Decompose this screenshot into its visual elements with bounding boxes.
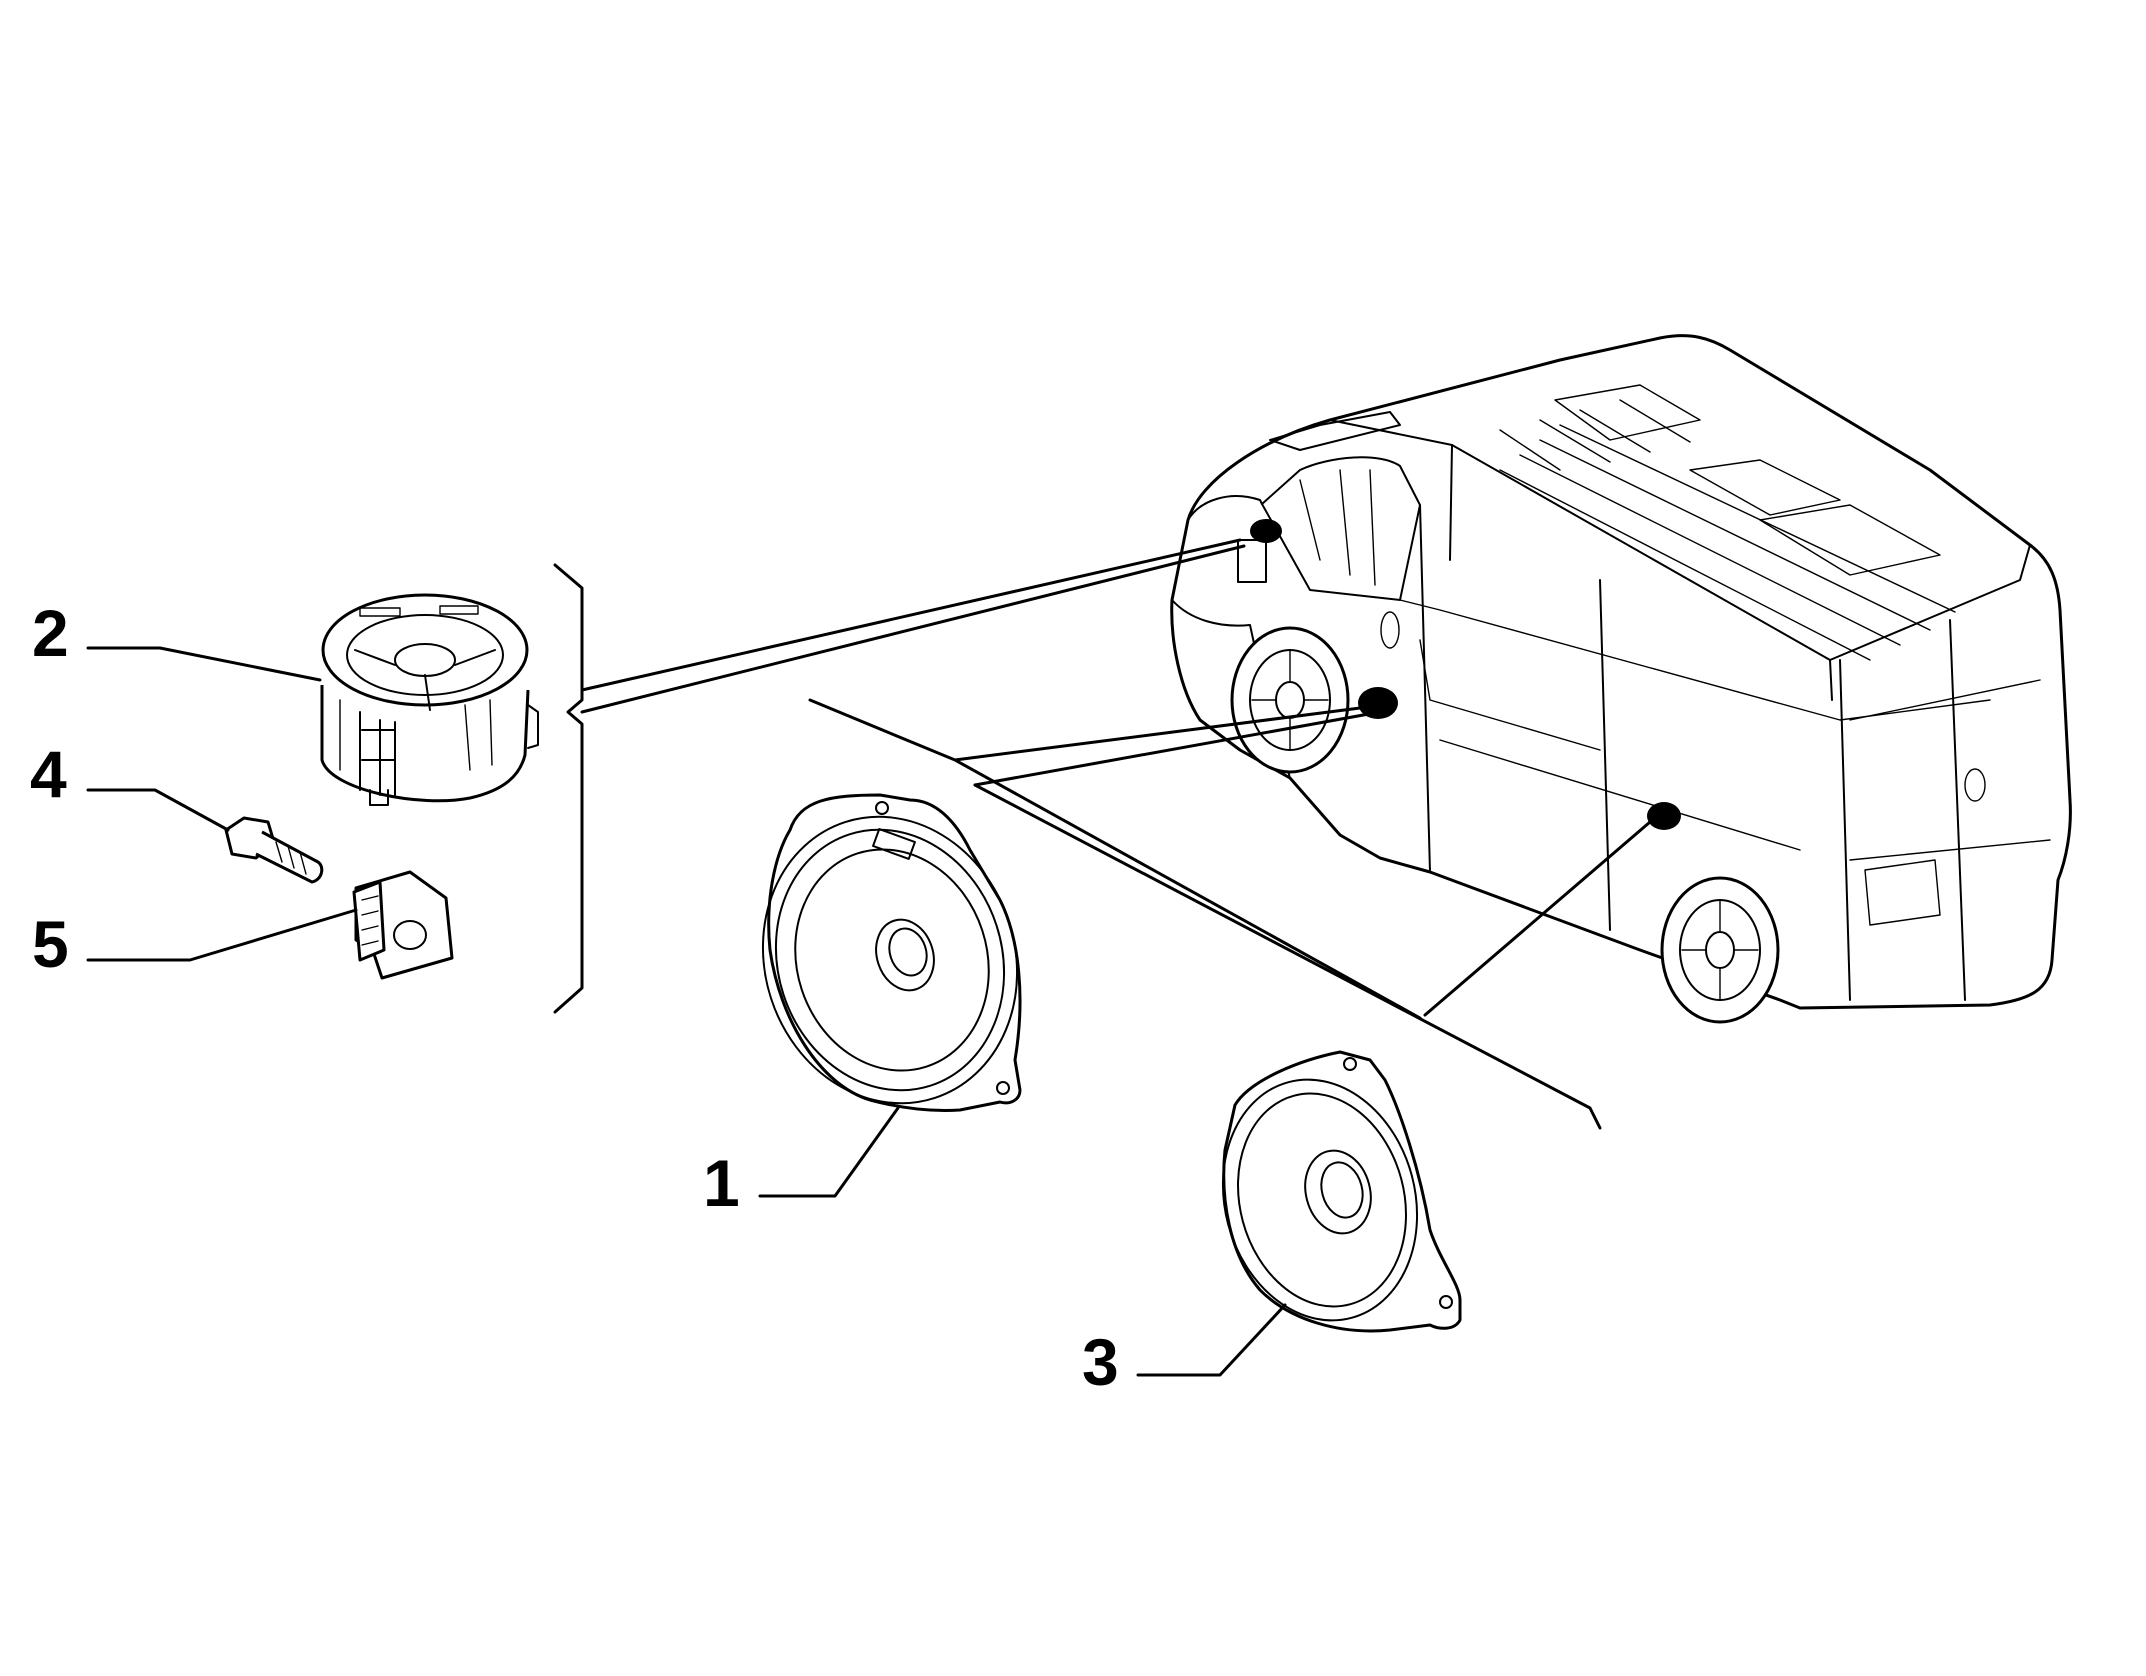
leader-speaker3-to-side	[1423, 820, 1652, 1017]
callout-3: 3	[1082, 1325, 1119, 1399]
leader-bracket-speaker1	[973, 710, 1382, 787]
leader-callout-5	[86, 908, 358, 962]
callout-4: 4	[30, 737, 67, 811]
leader-group-to-dash	[580, 538, 1242, 692]
side-speaker-location	[1647, 802, 1681, 830]
front-door-speaker-location	[1358, 687, 1398, 719]
leader-diagonal-2	[953, 758, 1422, 1020]
dash-speaker-location	[1250, 519, 1282, 543]
leader-diagonal	[973, 783, 1602, 1130]
rear-wheel	[1660, 876, 1780, 1024]
callout-2: 2	[32, 596, 69, 670]
tweeter-speaker	[320, 593, 539, 806]
van-illustration	[1170, 334, 2072, 1024]
clip-nut	[352, 870, 454, 980]
leader-callout-2	[86, 646, 322, 682]
leader-group-to-dash-2	[580, 544, 1246, 714]
callout-1: 1	[703, 1146, 740, 1220]
bolt	[224, 816, 324, 884]
leader-callout-3	[1136, 1303, 1287, 1377]
door-speaker-front	[761, 793, 1022, 1112]
front-wheel	[1230, 626, 1350, 774]
leader-callout-1	[758, 1106, 900, 1198]
callout-5: 5	[32, 907, 69, 981]
assembly-bracket	[553, 563, 584, 1014]
side-speaker	[1221, 1050, 1462, 1333]
leader-callout-4	[86, 788, 230, 832]
